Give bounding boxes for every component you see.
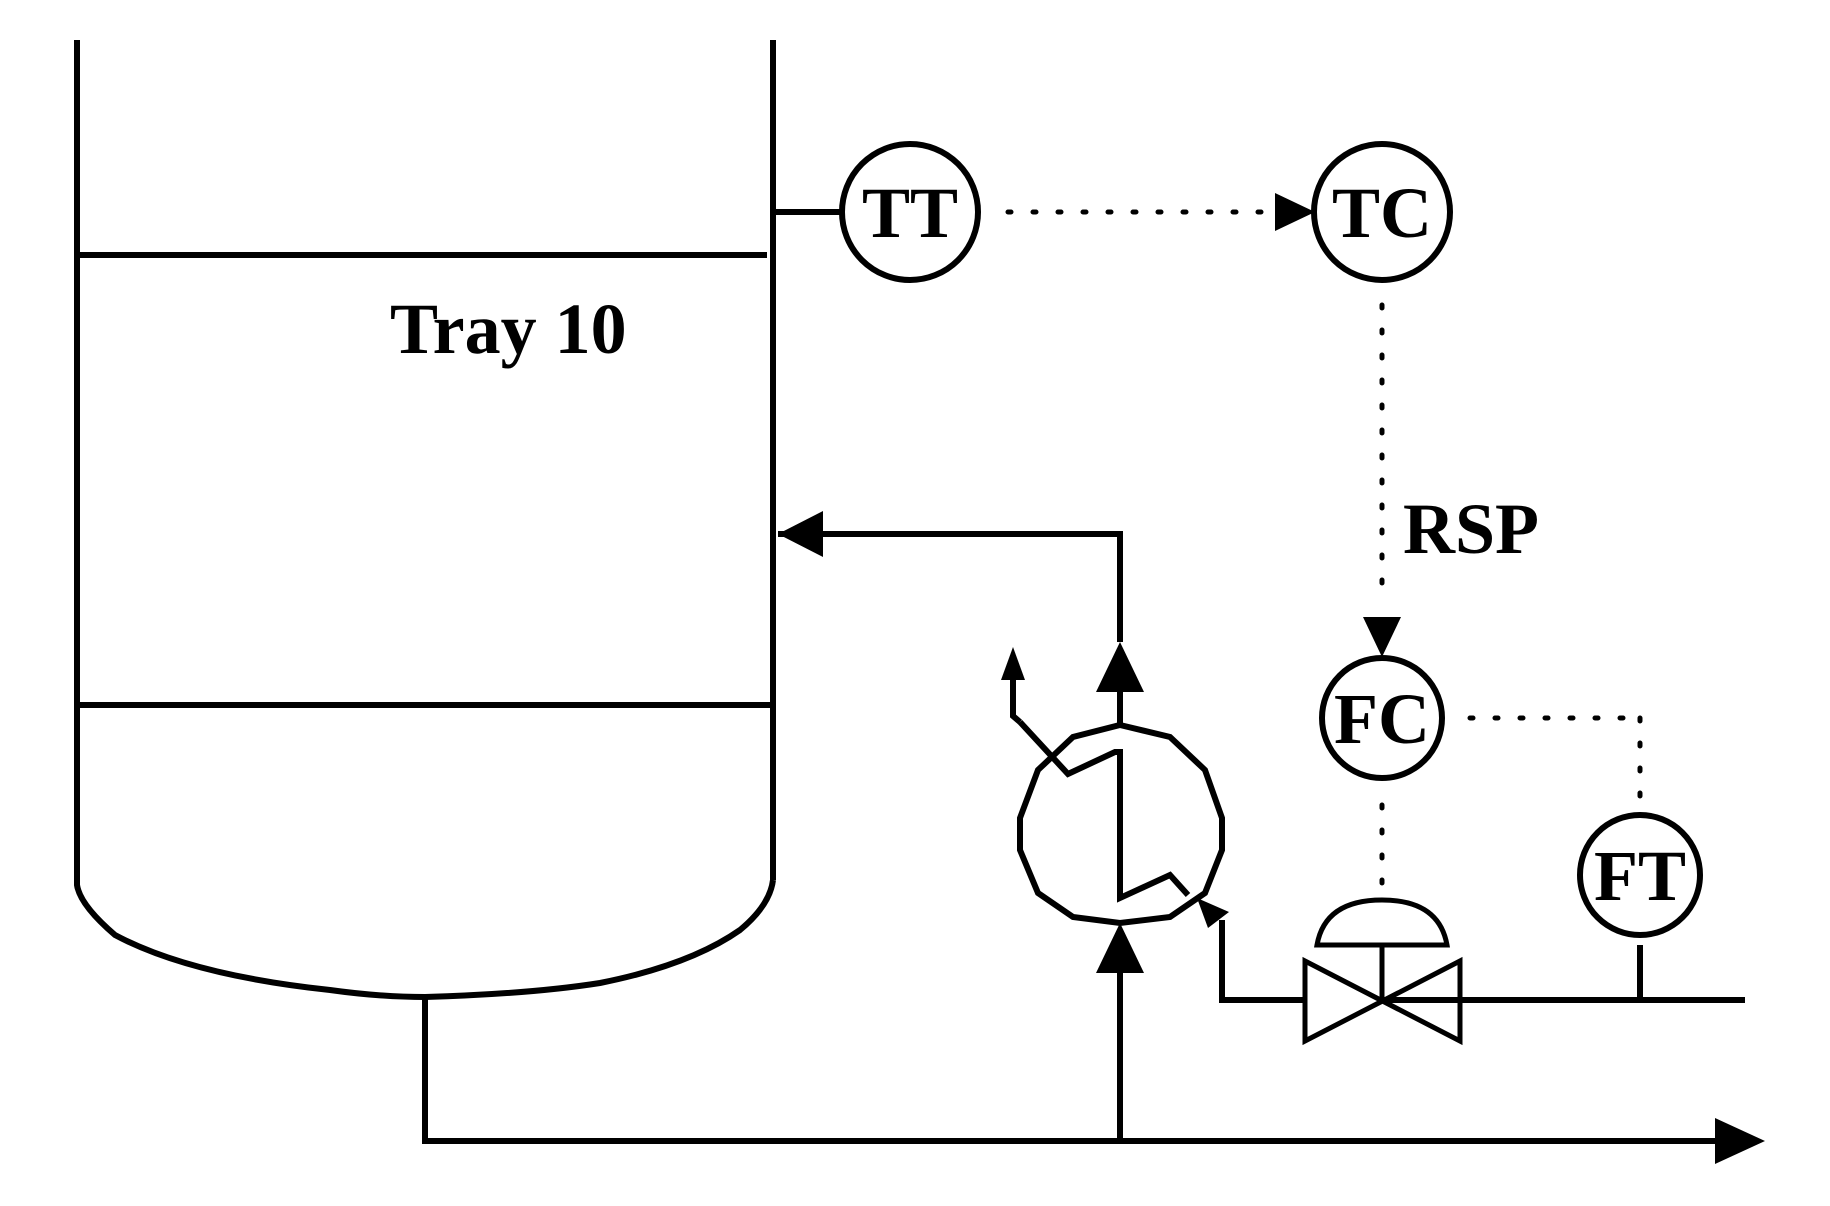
valve-actuator: [1314, 897, 1450, 948]
steam-outlet-arrow-icon: [1001, 647, 1025, 680]
rsp-label: RSP: [1403, 489, 1539, 569]
valve-body: [1302, 956, 1463, 1046]
ft-instrument[interactable]: FT: [1577, 812, 1703, 938]
reboiler-tube-bundle: [1017, 719, 1191, 903]
ft-bubble: [1577, 812, 1703, 938]
fc-bubble: [1319, 655, 1445, 781]
tt-instrument[interactable]: TT: [839, 141, 981, 283]
fc-instrument[interactable]: FC: [1319, 655, 1445, 781]
vapor-return-arrow-icon: [778, 511, 823, 557]
tt-to-tc-arrow-icon: [1275, 193, 1315, 231]
steam-supply-arrow-icon: [1197, 898, 1229, 928]
tray-10-label: Tray 10: [390, 289, 627, 369]
tc-bubble: [1311, 141, 1453, 283]
ft-tag: FT: [1594, 836, 1686, 916]
reboiler-outlet-arrow-icon: [1096, 642, 1144, 692]
fc-tag: FC: [1334, 679, 1430, 759]
tc-tag: TC: [1332, 173, 1432, 253]
tc-instrument[interactable]: TC: [1311, 141, 1453, 283]
reboiler-feed-arrow-icon: [1096, 923, 1144, 973]
bottoms-outlet-arrow-icon: [1715, 1118, 1765, 1164]
steam-supply-line: [1219, 920, 1305, 1003]
tt-tag: TT: [862, 173, 958, 253]
steam-outlet-line: [1010, 677, 1022, 725]
vapor-return-line: [778, 531, 1123, 642]
tt-bubble: [839, 141, 981, 283]
distillation-column: [74, 40, 776, 1001]
control-valve: [1302, 897, 1463, 1046]
tc-to-fc-arrow-icon: [1363, 617, 1401, 657]
column-bottom-head: [74, 879, 776, 1001]
bottoms-line: [422, 997, 1765, 1164]
reboiler-heat-exchanger: [1017, 719, 1225, 927]
